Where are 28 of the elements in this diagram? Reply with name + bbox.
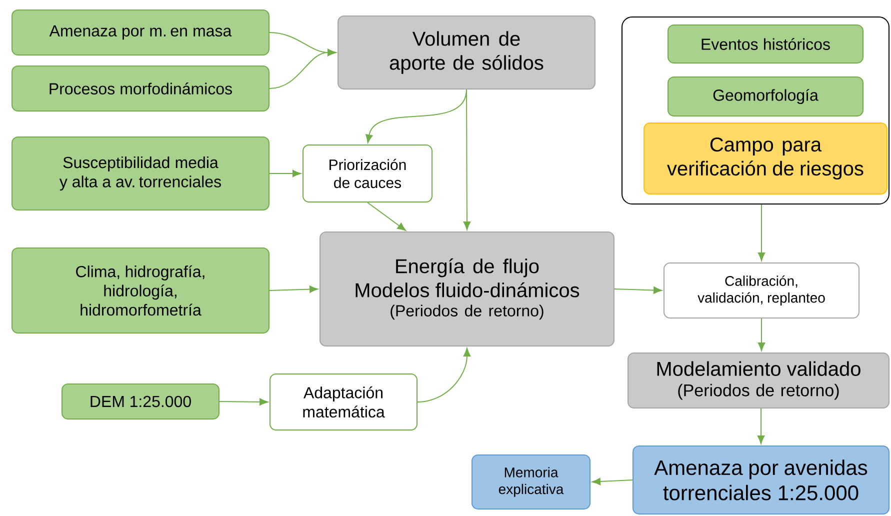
result-box: Memoria explicativa bbox=[472, 454, 590, 510]
arrow bbox=[367, 202, 406, 231]
arrow bbox=[758, 204, 766, 262]
arrow bbox=[614, 286, 662, 294]
input-box: Amenaza por m. en masa bbox=[12, 10, 270, 56]
arrow bbox=[269, 48, 336, 89]
process-box: Calibración, validación, replanteo bbox=[664, 262, 860, 318]
process-box: Campo para verificación de riesgos bbox=[644, 122, 888, 194]
input-box: Susceptibilidad media y alta a av. torrenciales bbox=[12, 136, 270, 210]
process-box: Energía de flujo Modelos fluido-dinámicos (Periodos de retorno) bbox=[320, 232, 614, 346]
process-box: Priorización de cauces bbox=[302, 144, 432, 202]
input-box: Clima, hidrografía, hidrología, hidromorfometría bbox=[12, 248, 270, 334]
arrow bbox=[592, 478, 633, 486]
arrow bbox=[757, 408, 765, 444]
input-box: Eventos históricos bbox=[668, 24, 864, 64]
input-box: Procesos morfodinámicos bbox=[12, 66, 270, 112]
process-box: Volumen de aporte de sólidos bbox=[338, 16, 596, 90]
input-box: DEM 1:25.000 bbox=[62, 384, 220, 420]
arrow bbox=[417, 348, 471, 402]
result-box: Amenaza por avenidas torrenciales 1:25.000 bbox=[632, 446, 890, 514]
arrow bbox=[463, 89, 471, 230]
process-box: Adaptación matemática bbox=[270, 374, 418, 430]
process-box: Modelamiento validado (Periodos de retorno) bbox=[628, 352, 890, 408]
arrow bbox=[758, 318, 766, 352]
arrow bbox=[269, 286, 318, 293]
arrow bbox=[269, 170, 302, 178]
arrow bbox=[219, 398, 268, 406]
input-box: Geomorfología bbox=[668, 76, 864, 116]
